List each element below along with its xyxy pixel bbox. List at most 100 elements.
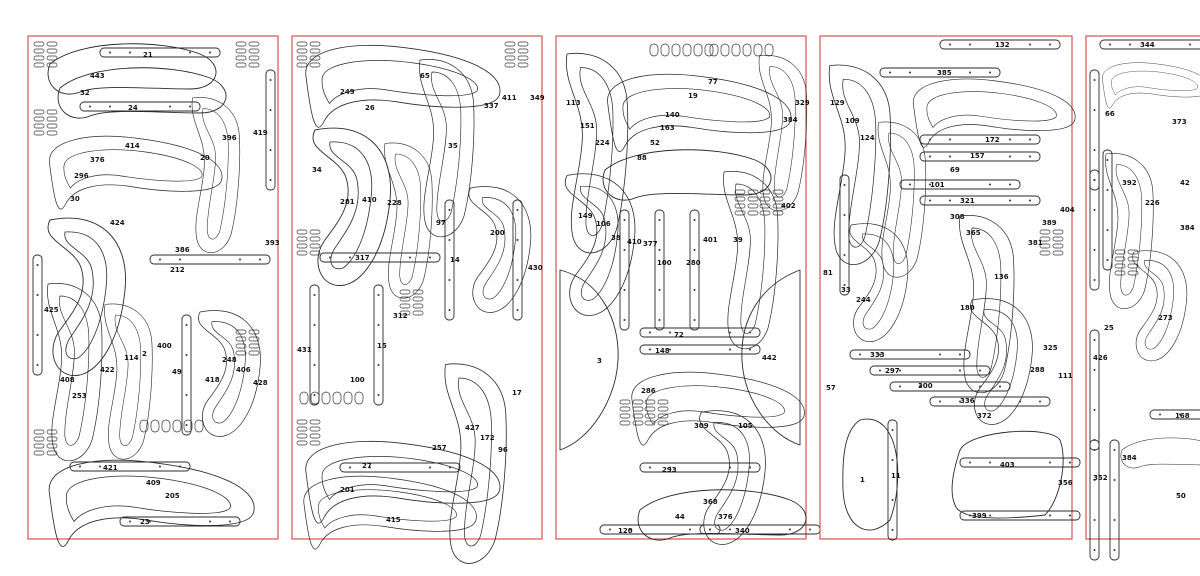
sheet-3: 77 113 19 329 151 140 384 224 163 52 88 … [555, 35, 821, 545]
sheet-1-border [27, 35, 279, 540]
part-label: 249 [340, 88, 355, 96]
part-label: 168 [1175, 412, 1190, 420]
part-label: 52 [650, 139, 660, 147]
part-label: 33 [841, 286, 851, 294]
part-label: 57 [826, 384, 836, 392]
part-label: 34 [312, 166, 322, 174]
part-label: 97 [436, 219, 446, 227]
part-label: 422 [100, 366, 115, 374]
part-label: 393 [265, 239, 280, 247]
part-label: 321 [960, 197, 975, 205]
part-label: 409 [146, 479, 161, 487]
part-label: 336 [960, 397, 975, 405]
part-label: 329 [795, 99, 810, 107]
part-label: 312 [393, 312, 408, 320]
sheet-4: 132 385 129 109 124 172 157 69 101 321 3… [819, 35, 1081, 541]
part-label: 1 [860, 476, 865, 484]
part-label: 20 [200, 154, 210, 162]
part-label: 39 [733, 236, 743, 244]
part-label: 27 [362, 462, 372, 470]
part-label: 44 [675, 513, 685, 521]
part-label: 349 [530, 94, 545, 102]
part-label: 404 [1060, 206, 1075, 214]
part-label: 129 [830, 99, 845, 107]
part-label: 32 [80, 89, 90, 97]
part-label: 100 [657, 259, 672, 267]
part-label: 69 [950, 166, 960, 174]
part-label: 293 [662, 466, 677, 474]
part-label: 180 [960, 304, 975, 312]
part-label: 352 [1093, 474, 1108, 482]
part-label: 132 [995, 41, 1010, 49]
part-label: 425 [44, 306, 59, 314]
part-label: 17 [512, 389, 522, 397]
part-label: 376 [90, 156, 105, 164]
part-label: 381 [1028, 239, 1043, 247]
part-label: 408 [60, 376, 75, 384]
sheet-2: 249 65 26 337 411 349 34 35 410 281 228 … [291, 35, 545, 564]
part-label: 30 [70, 195, 80, 203]
part-label: 410 [362, 196, 377, 204]
sheet-1-labels: 21 443 32 24 414 376 296 30 20 396 419 4… [44, 51, 280, 526]
part-label: 273 [1158, 314, 1173, 322]
part-label: 49 [172, 368, 182, 376]
part-label: 308 [950, 213, 965, 221]
part-label: 200 [490, 229, 505, 237]
sheet-1: 21 443 32 24 414 376 296 30 20 396 419 4… [27, 35, 280, 548]
part-label: 157 [970, 152, 985, 160]
large-lens-part [741, 269, 801, 446]
part-label: 281 [340, 198, 355, 206]
part-label: 172 [985, 136, 1000, 144]
part-label: 25 [1104, 324, 1114, 332]
part-label: 38 [611, 234, 621, 242]
part-label: 442 [762, 354, 777, 362]
part-label: 384 [1180, 224, 1195, 232]
part-label: 100 [350, 376, 365, 384]
part-label: 418 [205, 376, 220, 384]
part-label: 368 [703, 498, 718, 506]
part-label: 88 [637, 154, 647, 162]
part-label: 419 [253, 129, 268, 137]
part-label: 3 [597, 357, 602, 365]
part-label: 443 [90, 72, 105, 80]
part-label: 286 [641, 387, 656, 395]
sheet-5: 344 66 373 392 226 42 384 25 273 426 168… [1085, 35, 1200, 561]
part-label: 386 [175, 246, 190, 254]
part-label: 114 [124, 354, 139, 362]
part-label: 248 [222, 356, 237, 364]
part-label: 109 [845, 117, 860, 125]
sheet-3-parts [559, 43, 821, 545]
part-label: 384 [1122, 454, 1137, 462]
part-label: 402 [781, 202, 796, 210]
part-label: 120 [618, 527, 633, 535]
part-label: 106 [596, 220, 611, 228]
part-label: 2 [142, 350, 147, 358]
part-label: 66 [1105, 110, 1115, 118]
part-label: 50 [1176, 492, 1186, 500]
part-label: 105 [738, 422, 753, 430]
part-label: 244 [856, 296, 871, 304]
part-label: 401 [703, 236, 718, 244]
part-label: 81 [823, 269, 833, 277]
sheet-2-border [291, 35, 543, 540]
sheet-4-labels: 132 385 129 109 124 172 157 69 101 321 3… [823, 41, 1075, 520]
part-label: 317 [355, 254, 370, 262]
part-label: 11 [891, 472, 901, 480]
sheet-5-labels: 344 66 373 392 226 42 384 25 273 426 168… [1093, 41, 1195, 500]
part-label: 77 [708, 78, 718, 86]
part-label: 400 [157, 342, 172, 350]
part-label: 426 [1093, 354, 1108, 362]
part-label: 101 [930, 181, 945, 189]
sheet-2-labels: 249 65 26 337 411 349 34 35 410 281 228 … [297, 72, 545, 524]
part-label: 373 [1172, 118, 1187, 126]
part-label: 65 [420, 72, 430, 80]
part-label: 151 [580, 122, 595, 130]
part-label: 205 [165, 492, 180, 500]
part-label: 431 [297, 346, 312, 354]
part-label: 149 [578, 212, 593, 220]
part-label: 42 [1180, 179, 1190, 187]
part-label: 415 [386, 516, 401, 524]
part-label: 414 [125, 142, 140, 150]
part-label: 148 [655, 347, 670, 355]
